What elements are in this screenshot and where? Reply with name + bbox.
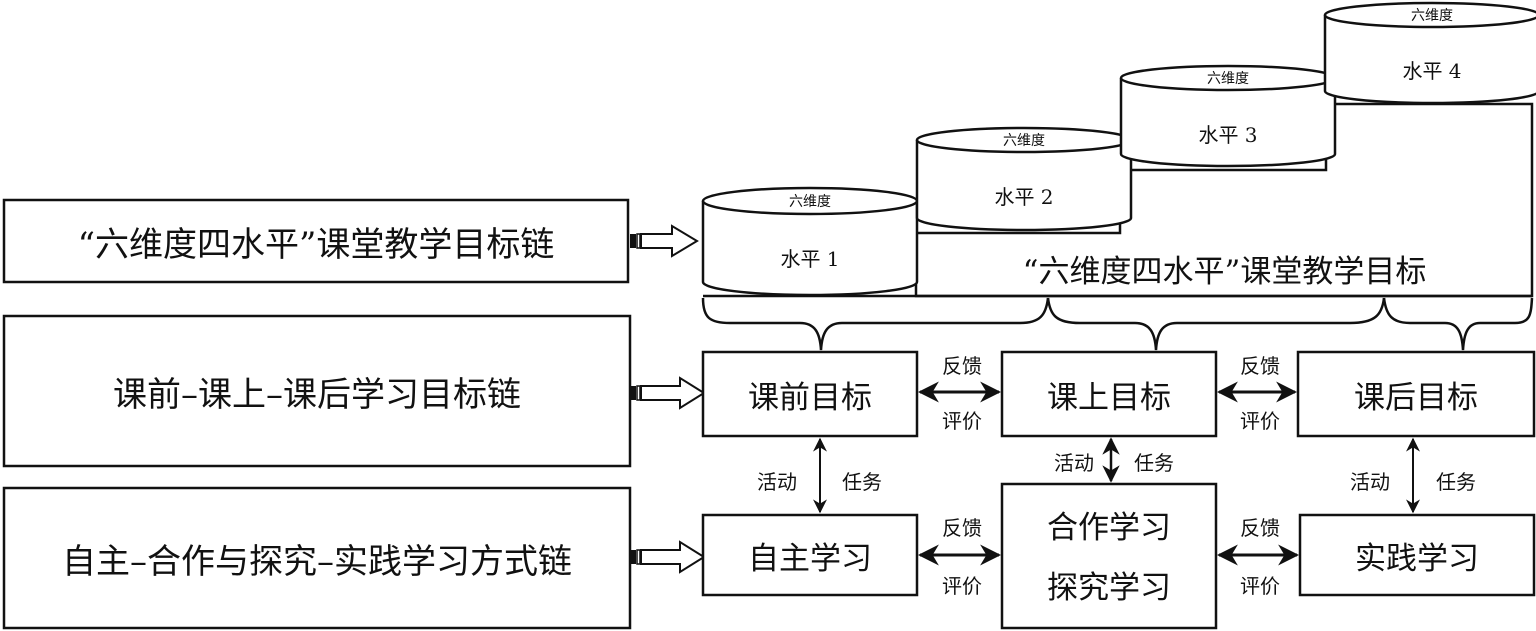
goal-label-in: 课上目标 [1047, 379, 1171, 416]
level-2-label: 水平 2 [994, 184, 1054, 209]
level-1-label: 水平 1 [780, 246, 840, 271]
activity-label: 活动 [1054, 450, 1094, 475]
evaluation-label: 评价 [942, 408, 982, 433]
task-label: 任务 [842, 469, 882, 494]
level-4-label: 水平 4 [1402, 58, 1462, 83]
staircase-title: “六维度四水平”课堂教学目标 [1022, 253, 1427, 290]
learning-box-coop [1000, 482, 1218, 630]
goal-label-pre: 课前目标 [748, 379, 872, 416]
learning-label-practice: 实践学习 [1355, 540, 1479, 577]
brace-post-class [1382, 297, 1534, 351]
feedback-label: 反馈 [942, 353, 982, 378]
level-2-cap: 六维度 [1003, 133, 1045, 149]
chain-label-method: 自主–合作与探究–实践学习方式链 [62, 541, 572, 582]
chain-label-stage: 课前–课上–课后学习目标链 [113, 374, 521, 415]
staircase-outline [914, 102, 1534, 298]
learning-box-practice [1298, 513, 1536, 597]
chain-box-method [2, 486, 632, 630]
hollow-arrow-icon [630, 376, 706, 410]
task-label: 任务 [1134, 450, 1174, 475]
learning-label-inquiry: 探究学习 [1047, 569, 1171, 606]
goal-box-pre [701, 350, 919, 438]
level-3-label: 水平 3 [1198, 122, 1258, 147]
hollow-arrow-icon [630, 224, 699, 258]
goal-box-post [1296, 350, 1536, 438]
feedback-label: 反馈 [942, 515, 982, 540]
cylinder-level-1 [701, 186, 919, 297]
activity-label: 活动 [1350, 469, 1390, 494]
cylinder-level-3 [1119, 64, 1337, 168]
brace-in-class [1046, 297, 1386, 351]
chain-label-goal: “六维度四水平”课堂教学目标链 [77, 224, 555, 265]
learning-box-self [701, 513, 919, 597]
cylinder-level-4 [1323, 1, 1536, 105]
goal-label-post: 课后目标 [1354, 379, 1478, 416]
level-4-cap: 六维度 [1411, 8, 1453, 24]
learning-label-coop: 合作学习 [1047, 509, 1171, 546]
evaluation-label: 评价 [1240, 573, 1280, 598]
level-3-cap: 六维度 [1207, 71, 1249, 87]
evaluation-label: 评价 [1240, 408, 1280, 433]
chain-box-goal [2, 198, 630, 284]
learning-label-self: 自主学习 [748, 540, 872, 577]
activity-label: 活动 [757, 469, 797, 494]
feedback-label: 反馈 [1240, 353, 1280, 378]
brace-pre-class [701, 297, 1050, 351]
level-1-cap: 六维度 [789, 194, 831, 210]
task-label: 任务 [1436, 469, 1476, 494]
feedback-label: 反馈 [1240, 515, 1280, 540]
hollow-arrow-icon [630, 540, 706, 574]
chain-box-stage [2, 314, 632, 468]
goal-box-in [1000, 350, 1218, 438]
evaluation-label: 评价 [942, 573, 982, 598]
